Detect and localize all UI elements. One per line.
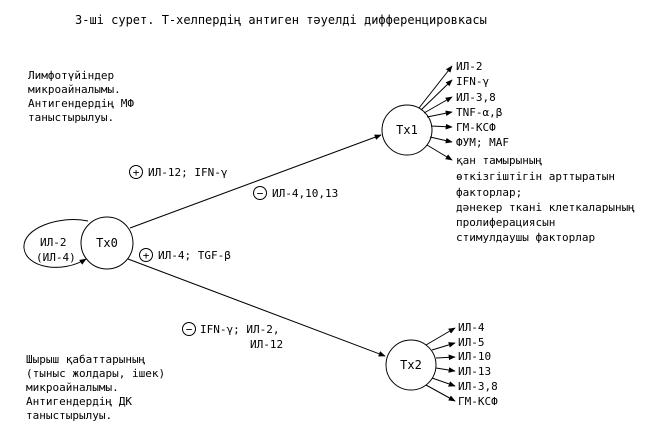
th1-plus-modulator: + ИЛ-12; IFN-γ [129,165,228,179]
th1-product: ФУМ; МАF [456,136,509,149]
th2-product: ИЛ-13 [458,365,491,378]
th2-product: ИЛ-10 [458,350,491,363]
th1-product: ГМ-КСФ [456,121,496,134]
bottom-left-line: таныстырылуы. [26,409,112,422]
th1-label: Тх1 [396,123,418,137]
minus-circle-icon [182,322,196,336]
th1-product: факторлар; [456,186,522,199]
arrow-th0-to-th2 [127,258,386,357]
figure-title: 3-ші сурет. Т-хелпердің антиген тәуелді … [75,13,487,27]
plus-sign: + [133,166,140,179]
th2-plus-modulator: + ИЛ-4; TGF-β [139,248,231,262]
th2-product-arrows [425,327,456,402]
minus-circle-icon [253,186,267,200]
th1-product: ИЛ-3,8 [456,91,496,104]
self-loop-label-line2: (ИЛ-4) [36,251,76,264]
th1-product: ИЛ-2 [456,60,483,73]
minus-sign: − [186,323,193,336]
th2-product: ИЛ-5 [458,336,485,349]
arrow-th0-to-th1 [129,134,382,229]
top-left-line: микроайналымы. [28,83,121,96]
self-loop-label-line1: ИЛ-2 [40,236,67,249]
th2-node: Тх2 [385,339,437,391]
bottom-left-line: Антигендердің ДК [26,395,132,408]
th1-node: Тх1 [381,104,433,156]
top-left-line: таныстырылуы. [28,111,114,124]
th1-product: өткізгіштігін арттыратын [456,170,615,183]
th0-self-loop [23,219,89,268]
th1-minus-label: ИЛ-4,10,13 [272,187,338,200]
th2-product: ИЛ-3,8 [458,380,498,393]
th1-product: қан тамырының [456,154,542,167]
th1-product: стимулдаушы факторлар [456,231,595,244]
plus-circle-icon [129,165,143,179]
th2-products: ИЛ-4 ИЛ-5 ИЛ-10 ИЛ-13 ИЛ-3,8 ГМ-КСФ [458,321,504,408]
minus-sign: − [257,187,264,200]
top-left-text: Лимфотүйіндер микроайналымы. Антигендерд… [28,69,141,124]
th1-product: дәнекер ткані клеткаларының [456,201,635,214]
th1-product: пролиферациясын [456,216,555,229]
th1-products: ИЛ-2 IFN-γ ИЛ-3,8 TNF-α,β ГМ-КСФ ФУМ; МА… [456,60,641,244]
th0-label: Тх0 [96,236,118,250]
plus-circle-icon [139,248,153,262]
th2-minus-modulator: − IFN-γ; ИЛ-2, ИЛ-12 [182,322,283,351]
th1-product: TNF-α,β [456,106,503,119]
th2-product: ИЛ-4 [458,321,485,334]
th2-label: Тх2 [400,358,422,372]
th2-product: ГМ-КСФ [458,395,498,408]
th2-minus-label-line2: ИЛ-12 [250,338,283,351]
top-left-line: Лимфотүйіндер [28,69,114,82]
bottom-left-line: Шырыш қабаттарының [26,353,146,366]
bottom-left-line: (тыныс жолдары, ішек) [26,367,165,380]
th2-plus-label: ИЛ-4; TGF-β [158,249,231,262]
th1-plus-label: ИЛ-12; IFN-γ [148,166,228,179]
th1-minus-modulator: − ИЛ-4,10,13 [253,186,338,200]
bottom-left-text: Шырыш қабаттарының (тыныс жолдары, ішек)… [26,353,172,422]
th1-product-arrows [418,65,453,161]
th2-minus-label-line1: IFN-γ; ИЛ-2, [200,323,279,336]
th0-node: Тх0 [80,216,134,270]
top-left-line: Антигендердің МФ [28,97,134,110]
bottom-left-line: микроайналымы. [26,381,119,394]
th1-product: IFN-γ [456,75,489,88]
plus-sign: + [143,249,150,262]
